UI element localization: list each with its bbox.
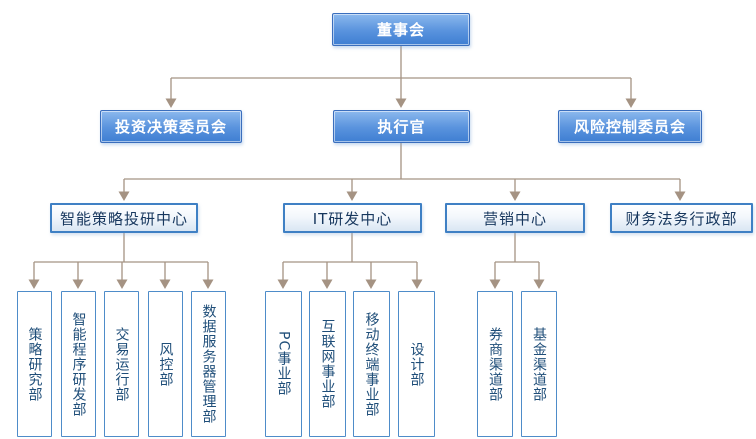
mobile-division-box: 移动终端事业部	[353, 291, 390, 437]
design-dept-label: 设计部	[408, 341, 425, 387]
connector-arrowheads	[28, 98, 686, 289]
risk-control-committee-box: 风险控制委员会	[558, 110, 702, 143]
trading-operations-dept-label: 交易运行部	[113, 326, 130, 402]
board-box: 董事会	[332, 13, 470, 46]
executive-officer-box: 执行官	[333, 110, 470, 143]
strategy-research-dept-label: 策略研究部	[26, 326, 43, 402]
pc-division-box: PC事业部	[265, 291, 302, 437]
data-server-mgmt-dept-box: 数据服务器管理部	[191, 291, 226, 437]
internet-division-label: 互联网事业部	[319, 319, 336, 409]
fund-channel-dept-box: 基金渠道部	[521, 291, 557, 437]
risk-control-dept-box: 风控部	[148, 291, 183, 437]
broker-channel-dept-label: 券商渠道部	[487, 326, 503, 402]
internet-division-box: 互联网事业部	[309, 291, 346, 437]
trading-operations-dept-box: 交易运行部	[104, 291, 139, 437]
intelligent-program-dept-label: 智能程序研发部	[70, 311, 87, 417]
strategy-research-center-box: 智能策略投研中心	[50, 203, 198, 233]
finance-legal-admin-box: 财务法务行政部	[610, 203, 753, 233]
broker-channel-dept-box: 券商渠道部	[477, 291, 513, 437]
strategy-research-dept-box: 策略研究部	[17, 291, 52, 437]
pc-division-label: PC事业部	[275, 331, 292, 397]
intelligent-program-dept-box: 智能程序研发部	[61, 291, 96, 437]
design-dept-box: 设计部	[398, 291, 435, 437]
mobile-division-label: 移动终端事业部	[363, 311, 380, 417]
fund-channel-dept-label: 基金渠道部	[531, 326, 547, 402]
data-server-mgmt-dept-label: 数据服务器管理部	[200, 304, 217, 424]
investment-decision-committee-box: 投资决策委员会	[100, 110, 242, 143]
marketing-center-box: 营销中心	[445, 203, 585, 233]
risk-control-dept-label: 风控部	[157, 341, 174, 387]
it-rd-center-box: IT研发中心	[283, 203, 422, 233]
connector-strokes	[33, 46, 681, 282]
